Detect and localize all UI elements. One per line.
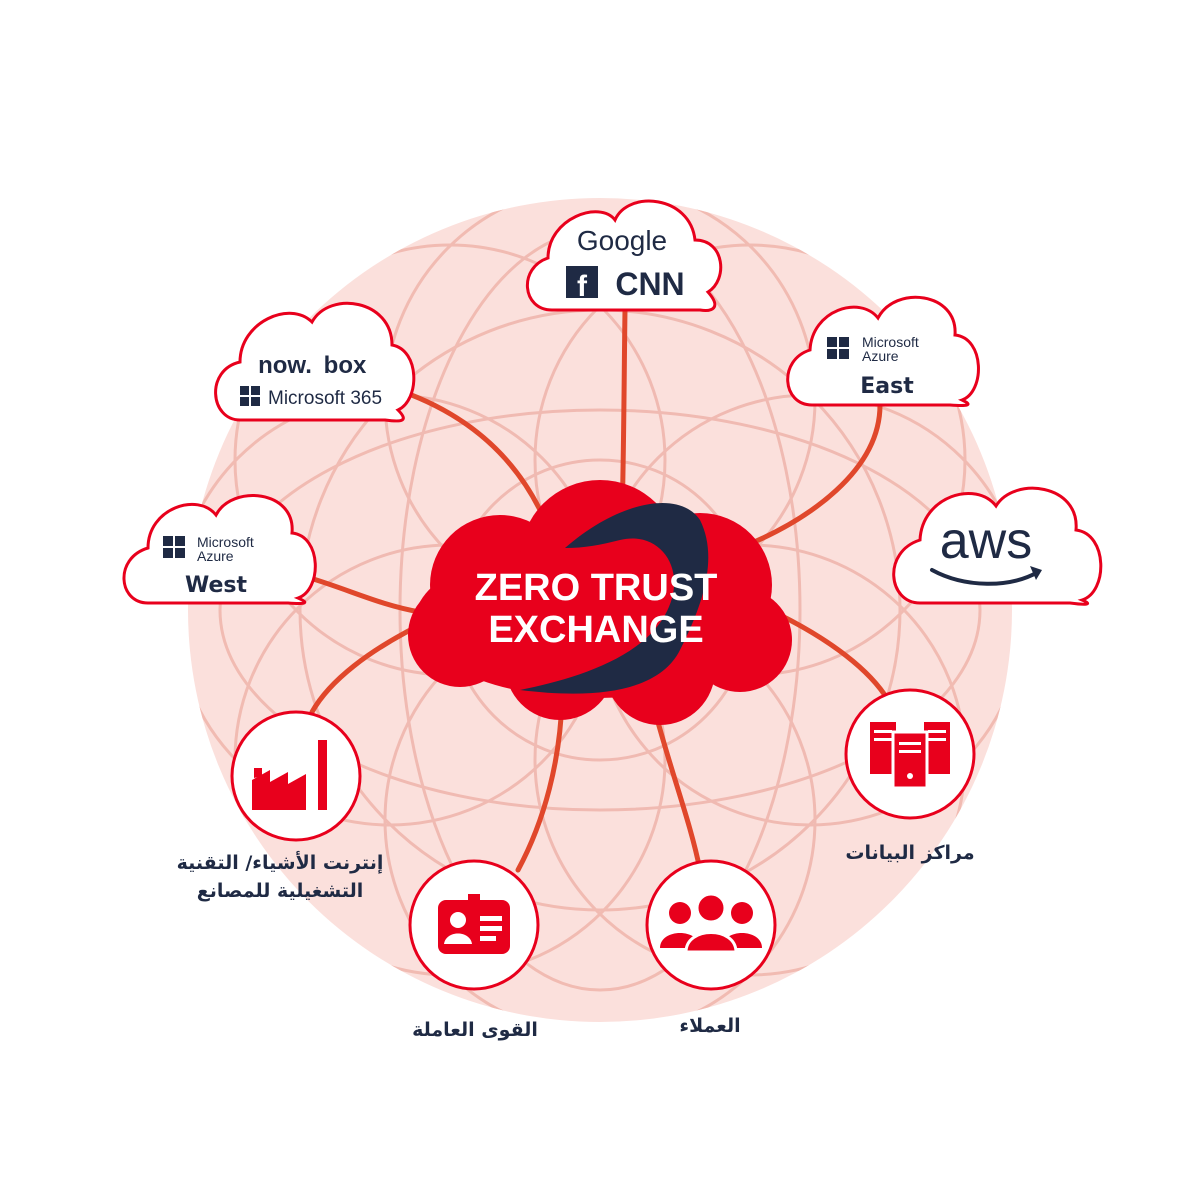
azure-east-brand-line2: Azure — [862, 348, 899, 364]
factory-label-line1: إنترنت الأشياء/ التقنية — [176, 852, 384, 874]
node-customers[interactable] — [645, 859, 777, 991]
cloud-aws[interactable]: aws — [892, 486, 1103, 606]
factory-label-line2: التشغيلية للمصانع — [196, 880, 364, 902]
hub-swoosh — [520, 503, 709, 694]
windows-logo-icon — [163, 536, 185, 558]
connector-upper-left — [389, 385, 543, 513]
cnn-logo: CNN — [615, 266, 684, 302]
server-rack-icon — [870, 722, 950, 790]
azure-east-region: East — [860, 374, 914, 399]
now-logo: now. — [258, 352, 312, 379]
cloud-upper-left-saas[interactable]: now. box Microsoft 365 — [214, 301, 416, 423]
connector-factory — [309, 622, 423, 715]
node-factory[interactable] — [230, 710, 362, 842]
connector-east — [737, 402, 883, 551]
hub-title-line1: ZERO TRUST — [475, 567, 718, 609]
cloud-top-saas[interactable]: Google f CNN — [525, 199, 723, 312]
connector-workforce — [515, 697, 565, 873]
node-datacenters[interactable] — [844, 688, 976, 820]
connector-datacenters — [777, 612, 891, 703]
azure-west-region: West — [185, 573, 247, 598]
cloud-azure-west[interactable]: Microsoft Azure West — [122, 494, 317, 605]
connector-lines — [307, 307, 891, 873]
node-workforce[interactable] — [408, 859, 540, 991]
facebook-glyph: f — [577, 270, 588, 303]
azure-east-brand-line1: Microsoft — [862, 334, 919, 350]
google-logo: Google — [577, 225, 667, 256]
customers-label: العملاء — [679, 1015, 741, 1037]
datacenters-label: مراكز البيانات — [845, 842, 975, 864]
cloud-azure-east[interactable]: Microsoft Azure East — [786, 295, 980, 407]
id-badge-icon — [438, 894, 510, 954]
windows-logo-icon — [827, 337, 849, 359]
microsoft-365-label: Microsoft 365 — [268, 388, 382, 409]
zero-trust-hub[interactable]: ZERO TRUST EXCHANGE — [408, 480, 792, 725]
hub-title-line2: EXCHANGE — [488, 609, 703, 651]
box-logo: box — [324, 352, 367, 379]
azure-west-brand-line2: Azure — [197, 548, 234, 564]
amazon-smile-icon — [930, 568, 1040, 586]
aws-logo: aws — [940, 512, 1032, 570]
windows-logo-icon — [240, 386, 260, 406]
connector-west — [307, 575, 423, 615]
facebook-icon — [566, 266, 598, 298]
users-group-icon — [660, 892, 762, 954]
workforce-label: القوى العاملة — [412, 1019, 538, 1041]
azure-west-brand-line1: Microsoft — [197, 534, 254, 550]
factory-icon — [252, 740, 327, 810]
